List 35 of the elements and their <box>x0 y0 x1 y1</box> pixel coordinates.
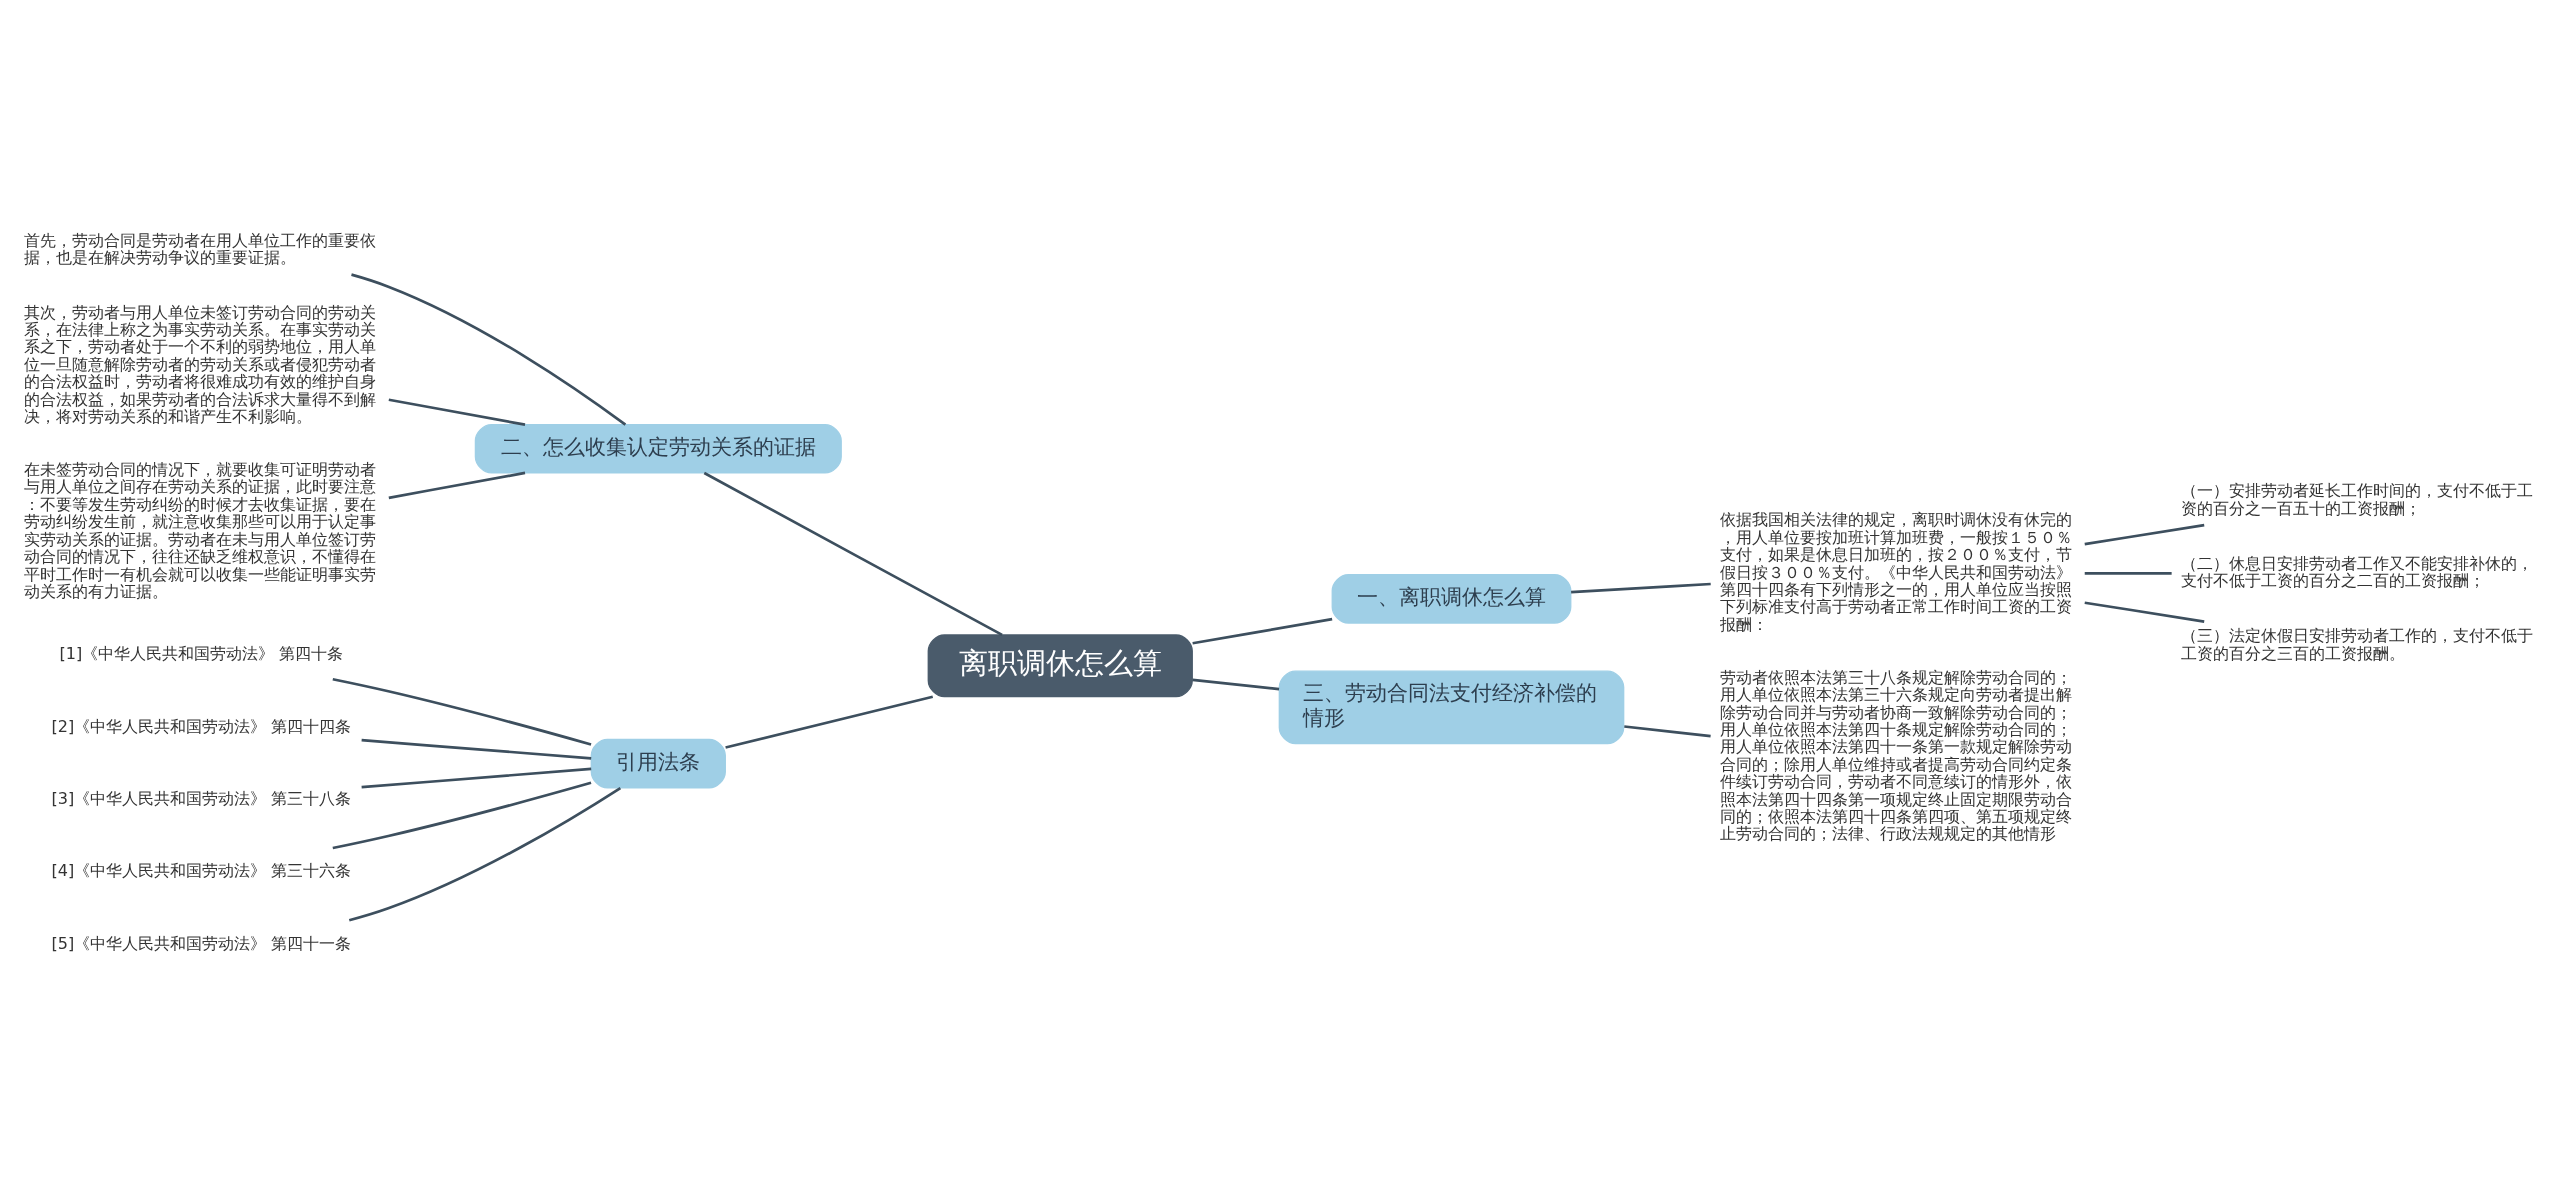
connector <box>361 738 592 760</box>
connector <box>348 786 622 922</box>
connector <box>1571 582 1711 594</box>
connector <box>332 781 592 850</box>
connector <box>351 273 627 426</box>
connector <box>332 677 592 746</box>
node-text: [3]《中华人民共和国劳动法》 第三十八条 <box>51 788 352 808</box>
connector <box>703 471 1003 637</box>
node-text: 首先，劳动合同是劳动者在用人单位工作的重要依据，也是在解决劳动争议的重要证据。 <box>23 230 376 268</box>
connector <box>388 398 526 426</box>
connector <box>388 471 526 500</box>
node-box: 引用法条 <box>590 738 726 789</box>
node-box: 三、劳动合同法支付经济补偿的情形 <box>1278 670 1625 745</box>
node-text: [1]《中华人民共和国劳动法》 第四十条 <box>59 644 344 664</box>
node-text: [2]《中华人民共和国劳动法》 第四十四条 <box>51 716 352 736</box>
node-box: 二、怎么收集认定劳动关系的证据 <box>474 424 842 474</box>
node-text: （三）法定休假日安排劳动者工作的，支付不低于工资的百分之三百的工资报酬。 <box>2181 626 2534 663</box>
connector <box>1192 617 1333 645</box>
connector <box>2084 601 2205 623</box>
node-box: 离职调休怎么算 <box>927 634 1193 698</box>
node-text: 依据我国相关法律的规定，离职时调休没有休完的，用人单位要按加班计算加班费，一般按１５０％支付，如果是休息日加班的，按２００％支付，节假日按３００％支付。《中华人民共和国劳动法》第四十四条有下列情形之一的，用人单位应当按照下列标准支付高于劳动者正常工作时间工资的工资报酬： <box>1720 510 2073 634</box>
connector <box>2084 523 2205 546</box>
node-text: 在未签劳动合同的情况下，就要收集可证明劳动者与用人单位之间存在劳动关系的证据，此时要注意：不要等发生劳动纠纷的时候才去收集证据，要在劳动纠纷发生前，就注意收集那些可以用于认定事实劳动关系的证据。劳动者在未与用人单位签订劳动合同的情况下，往往还缺乏维权意识，不懂得在平时工作时一有机会就可以收集一些能证明事实劳动关系的有力证据。 <box>23 460 376 601</box>
connector <box>1192 678 1280 691</box>
node-text: [5]《中华人民共和国劳动法》 第四十一条 <box>51 933 352 953</box>
connector <box>1624 725 1711 738</box>
node-text: 劳动者依照本法第三十八条规定解除劳动合同的；用人单位依照本法第三十六条规定向劳动者提出解除劳动合同并与劳动者协商一致解除劳动合同的；用人单位依照本法第四十条规定解除劳动合同的；用人单位依照本法第四十一条第一款规定解除劳动合同的；除用人单位维持或者提高劳动合同约定条件续订劳动合同，劳动者不同意续订的情形外，依照本法第四十四条第一项规定终止固定期限劳动合同的；依照本法第四十四条第四项、第五项规定终止劳动合同的；法律、行政法规规定的其他情形 <box>1720 667 2073 844</box>
connector <box>361 767 592 789</box>
node-text: [4]《中华人民共和国劳动法》 第三十六条 <box>51 861 352 881</box>
node-text: （一）安排劳动者延长工作时间的，支付不低于工资的百分之一百五十的工资报酬； <box>2181 481 2534 518</box>
connector <box>2084 572 2172 575</box>
node-box: 一、离职调休怎么算 <box>1331 574 1572 624</box>
node-text: 其次，劳动者与用人单位未签订劳动合同的劳动关系，在法律上称之为事实劳动关系。在事实劳动关系之下，劳动者处于一个不利的弱势地位，用人单位一旦随意解除劳动者的劳动关系或者侵犯劳动者的合法权益时，劳动者将很难成功有效的维护自身的合法权益，如果劳动者的合法诉求大量得不到解决，将对劳动关系的和谐产生不利影响。 <box>23 302 376 427</box>
node-text: （二）休息日安排劳动者工作又不能安排补休的，支付不低于工资的百分之二百的工资报酬； <box>2181 553 2534 591</box>
connector <box>725 695 934 749</box>
